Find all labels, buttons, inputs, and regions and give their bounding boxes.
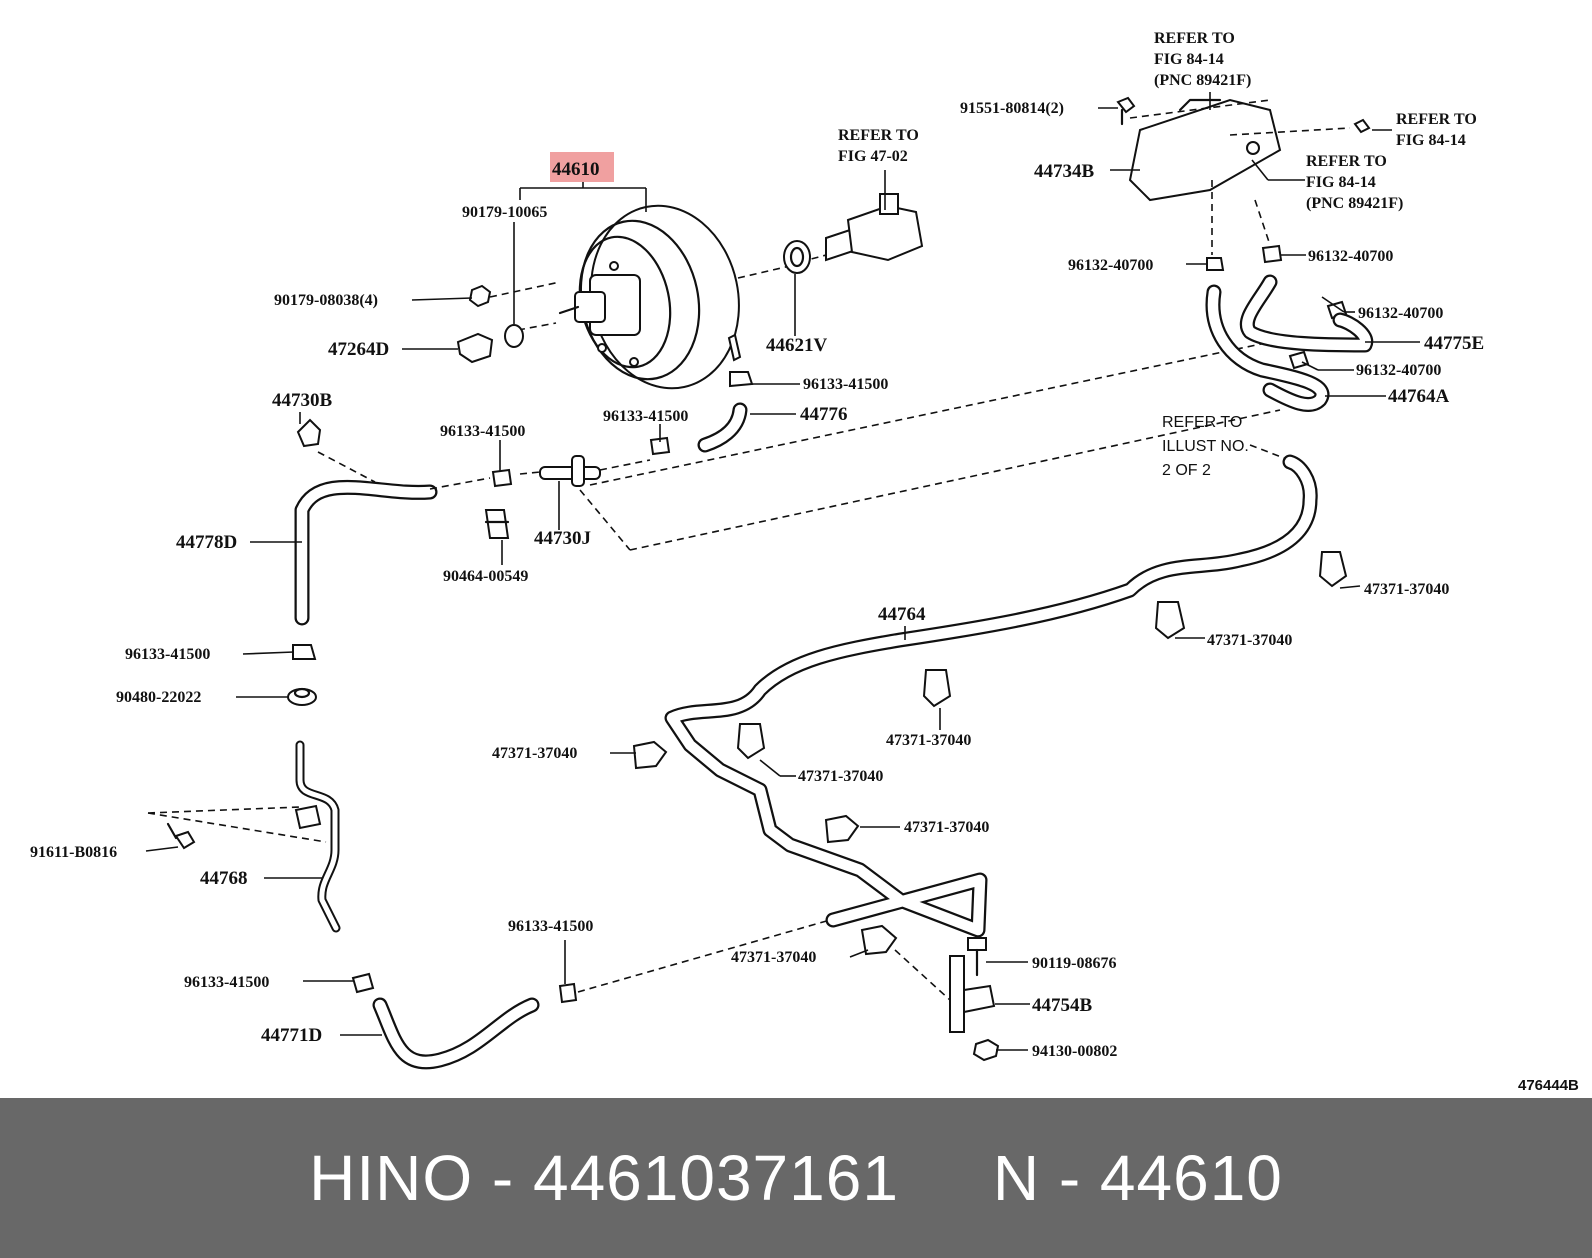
label-96133-41500-f: 96133-41500 xyxy=(508,918,593,935)
clip-47371-1 xyxy=(1318,551,1348,588)
label-44771D: 44771D xyxy=(261,1025,322,1046)
bracket-44754B xyxy=(949,955,996,1033)
label-90480-22022: 90480-22022 xyxy=(116,689,201,706)
clip-47371-4 xyxy=(736,723,766,760)
label-96132-40700-a: 96132-40700 xyxy=(1068,257,1153,274)
label-44775E: 44775E xyxy=(1424,333,1484,354)
label-44776: 44776 xyxy=(800,404,848,425)
label-96132-40700-b: 96132-40700 xyxy=(1308,248,1393,265)
bolt-90119 xyxy=(967,937,987,977)
label-44730J: 44730J xyxy=(534,528,591,549)
part-number-caption: HINO - 4461037161 N - 44610 xyxy=(309,1142,1283,1214)
tee-44730J xyxy=(539,455,601,487)
label-91551-80814: 91551-80814(2) xyxy=(960,100,1064,117)
label-refer-84-14-b-line1: REFER TO xyxy=(1396,111,1477,128)
label-44768: 44768 xyxy=(200,868,248,889)
clamp-96132-b xyxy=(1261,244,1283,264)
bracket-44734B xyxy=(1128,98,1282,202)
label-47371-37040-g: 47371-37040 xyxy=(731,949,816,966)
clamp-96133-f xyxy=(558,982,578,1004)
label-refer-illust-line2: ILLUST NO. xyxy=(1162,438,1249,455)
clip-44730B xyxy=(296,418,322,448)
label-refer-84-14-a-line3: (PNC 89421F) xyxy=(1154,72,1251,89)
clamp-96132-d xyxy=(1288,350,1310,370)
label-44621V: 44621V xyxy=(766,335,828,356)
label-90179-10065: 90179-10065 xyxy=(462,204,547,221)
clip-47371-6 xyxy=(824,814,860,844)
label-refer-84-14-c-line1: REFER TO xyxy=(1306,153,1387,170)
label-44730B: 44730B xyxy=(272,390,333,411)
label-96133-41500-a: 96133-41500 xyxy=(803,376,888,393)
label-90119-08676: 90119-08676 xyxy=(1032,955,1116,972)
bolt-right xyxy=(1353,118,1371,134)
label-44764: 44764 xyxy=(878,604,926,625)
clip-47371-2 xyxy=(1154,601,1186,640)
label-47371-37040-e: 47371-37040 xyxy=(492,745,577,762)
label-47264D: 47264D xyxy=(328,339,389,360)
nut-90179-08038 xyxy=(468,284,492,308)
label-refer-84-14-b-line2: FIG 84-14 xyxy=(1396,132,1466,149)
label-47371-37040-d: 47371-37040 xyxy=(798,768,883,785)
clip-47264D xyxy=(456,332,494,364)
label-47371-37040-a: 47371-37040 xyxy=(1364,581,1449,598)
clamp-96132-a xyxy=(1206,257,1225,271)
label-refer-illust-line1: REFER TO xyxy=(1162,414,1242,431)
bolt-91611 xyxy=(166,822,196,850)
clip-47371-3 xyxy=(922,669,952,708)
brake-booster xyxy=(558,204,742,390)
label-96133-41500-b: 96133-41500 xyxy=(603,408,688,425)
clamp-96133-b xyxy=(649,436,671,456)
label-96133-41500-c: 96133-41500 xyxy=(440,423,525,440)
label-94130-00802: 94130-00802 xyxy=(1032,1043,1117,1060)
master-cylinder xyxy=(825,193,924,262)
nut-94130 xyxy=(972,1038,1000,1062)
clamp-96133-a xyxy=(729,371,754,388)
label-44754B: 44754B xyxy=(1032,995,1093,1016)
label-44778D: 44778D xyxy=(176,532,237,553)
label-47371-37040-b: 47371-37040 xyxy=(1207,632,1292,649)
label-refer-84-14-c-line3: (PNC 89421F) xyxy=(1306,195,1403,212)
label-96133-41500-d: 96133-41500 xyxy=(125,646,210,663)
label-90464-00549: 90464-00549 xyxy=(443,568,528,585)
label-47371-37040-f: 47371-37040 xyxy=(904,819,989,836)
label-refer-illust-line3: 2 OF 2 xyxy=(1162,462,1211,479)
clip-47371-7 xyxy=(860,924,898,956)
label-96133-41500-e: 96133-41500 xyxy=(184,974,269,991)
clip-47371-5 xyxy=(632,740,668,770)
label-96132-40700-c: 96132-40700 xyxy=(1358,305,1443,322)
washer-90179-10065 xyxy=(504,324,524,348)
seal-44621V xyxy=(783,240,811,274)
label-refer-84-14-a-line1: REFER TO xyxy=(1154,30,1235,47)
label-90179-08038: 90179-08038(4) xyxy=(274,292,378,309)
footer-bar: HINO - 4461037161 N - 44610 xyxy=(0,1098,1592,1258)
highlight-44610 xyxy=(550,152,614,182)
parts-diagram: 44610 90179-10065 90179-08038(4) 47264D … xyxy=(30,30,1580,1094)
clamp-96133-c xyxy=(491,468,513,488)
label-44764A: 44764A xyxy=(1388,386,1450,407)
label-refer-84-14-c-line2: FIG 84-14 xyxy=(1306,174,1376,191)
label-47371-37040-c: 47371-37040 xyxy=(886,732,971,749)
bracket-44768 xyxy=(294,804,322,830)
clamp-96133-d xyxy=(292,644,317,660)
label-refer-84-14-a-line2: FIG 84-14 xyxy=(1154,51,1224,68)
label-refer-47-02-line1: REFER TO xyxy=(838,127,919,144)
grommet-90480 xyxy=(287,687,317,706)
label-44734B: 44734B xyxy=(1034,161,1095,182)
label-91611-B0816: 91611-B0816 xyxy=(30,844,117,861)
figure-code: 476444B xyxy=(1518,1077,1579,1094)
bolt-91551 xyxy=(1116,96,1136,126)
parts-diagram-drawing: 44610 90179-10065 90179-08038(4) 47264D … xyxy=(30,30,1579,1094)
label-96132-40700-d: 96132-40700 xyxy=(1356,362,1441,379)
clip-90464 xyxy=(484,509,510,539)
clamp-96133-e xyxy=(351,972,375,994)
label-44610: 44610 xyxy=(552,159,600,180)
label-refer-47-02-line2: FIG 47-02 xyxy=(838,148,908,165)
